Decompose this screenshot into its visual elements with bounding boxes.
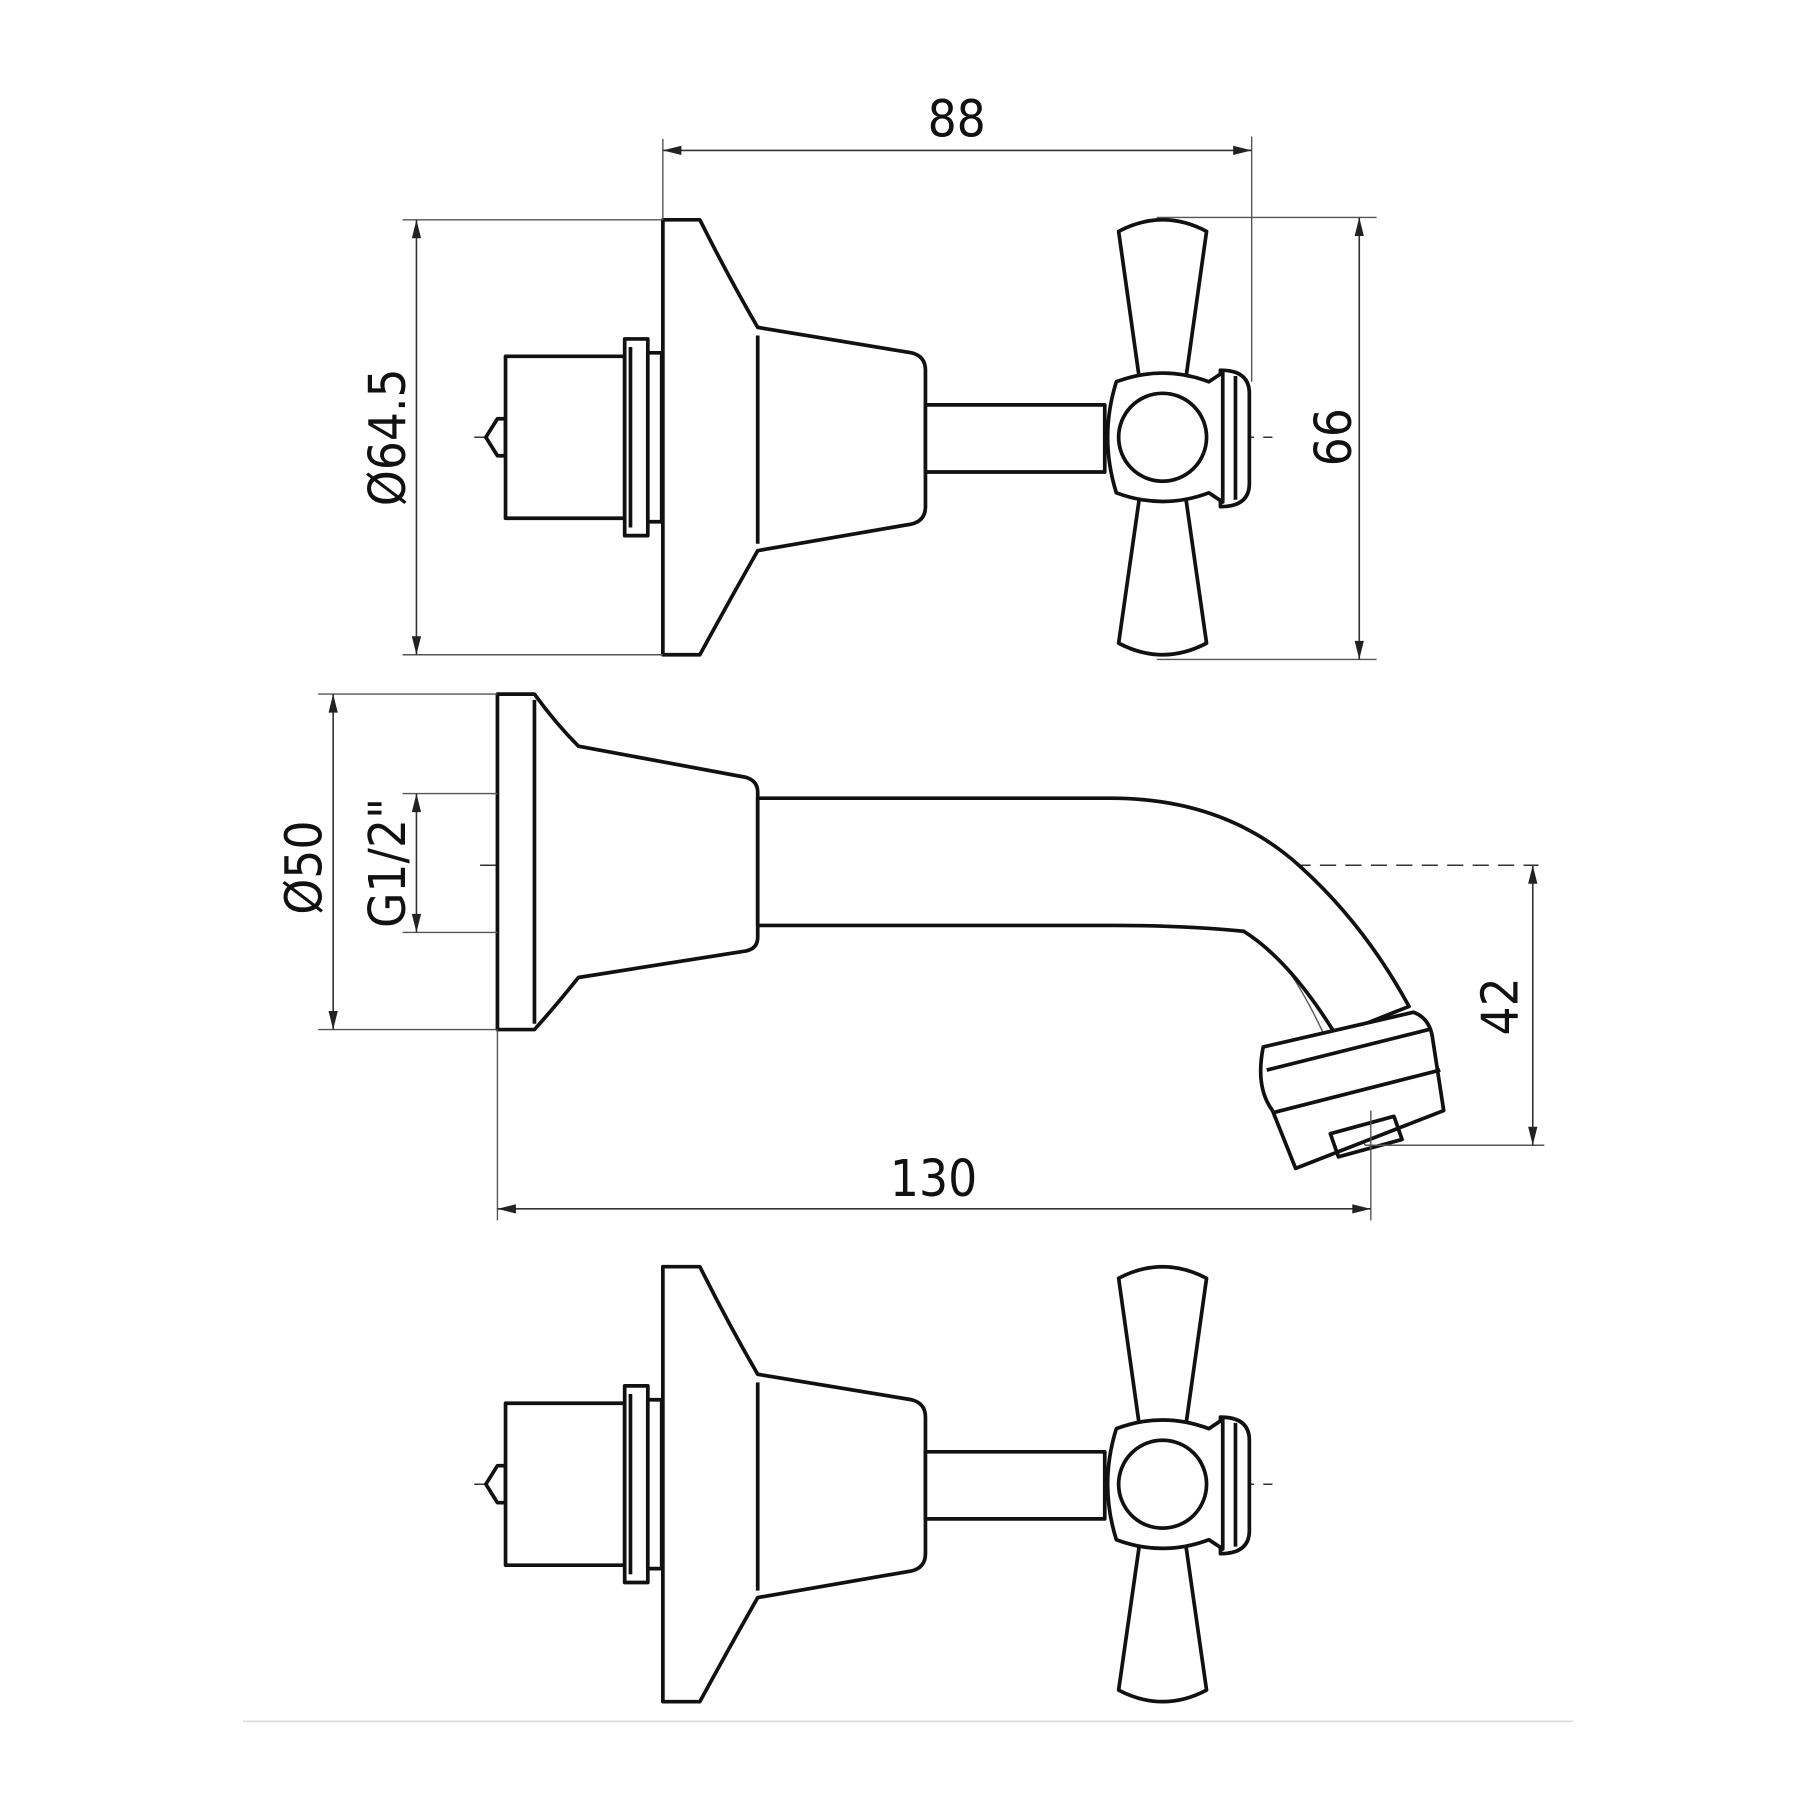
dimension-label: 130 bbox=[890, 1150, 977, 1209]
dimension-88: 88 bbox=[662, 91, 1253, 382]
dimension-130: 130 bbox=[496, 1029, 1372, 1221]
dimension-thread: G1/2" bbox=[359, 792, 498, 934]
dimension-diameter-64-5: Ø64.5 bbox=[359, 219, 663, 656]
cold-valve-view bbox=[472, 1264, 1275, 1704]
hot-valve-view bbox=[472, 217, 1275, 657]
dimension-label: 88 bbox=[928, 91, 986, 150]
dimension-label: G1/2" bbox=[359, 798, 418, 928]
dimension-label: 66 bbox=[1305, 408, 1364, 466]
dimension-66: 66 bbox=[1156, 216, 1377, 661]
dimension-diameter-50: Ø50 bbox=[276, 693, 498, 1031]
dimension-label: 42 bbox=[1472, 977, 1531, 1035]
dimension-42: 42 bbox=[1365, 865, 1545, 1146]
spout-view bbox=[480, 692, 1539, 1171]
dimension-label: Ø64.5 bbox=[359, 368, 418, 506]
dimension-label: Ø50 bbox=[276, 820, 335, 914]
